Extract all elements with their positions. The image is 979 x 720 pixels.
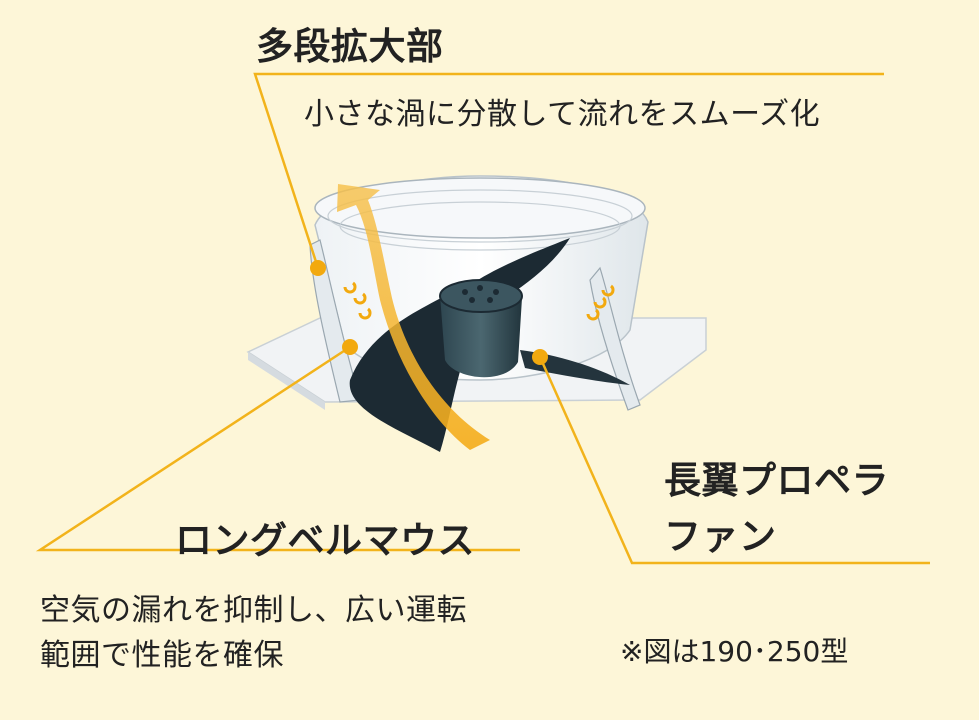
leader-bellmouth [35, 345, 520, 552]
callout-title-long-bellmouth: ロングベルマウス [175, 519, 475, 562]
leader-fan [538, 356, 930, 565]
vortex-marks-right [586, 284, 615, 321]
leader-dot-multistage [310, 260, 326, 276]
leader-lines [35, 72, 930, 565]
callout-title-multistage-expansion: 多段拡大部 [256, 25, 444, 68]
leader-multistage [253, 72, 884, 269]
fan-hub [439, 279, 523, 378]
leader-dots [310, 260, 548, 365]
callout-desc-long-bellmouth-line1: 空気の漏れを抑制し、広い運転 [40, 593, 467, 628]
callout-desc-long-bellmouth-line2: 範囲で性能を確保 [40, 638, 284, 673]
callout-title-long-blade-fan-line1: 長翼プロペラ [664, 459, 889, 502]
callout-desc-multistage-expansion: 小さな渦に分散して流れをスムーズ化 [304, 97, 821, 132]
airflow-arrow [337, 184, 490, 450]
vortex-marks-left [343, 281, 372, 320]
model-note: ※図は190･250型 [620, 635, 849, 668]
callout-title-long-blade-fan-line2: ファン [664, 515, 777, 558]
leader-dot-bellmouth [342, 339, 358, 355]
leader-dot-fan [532, 349, 548, 365]
